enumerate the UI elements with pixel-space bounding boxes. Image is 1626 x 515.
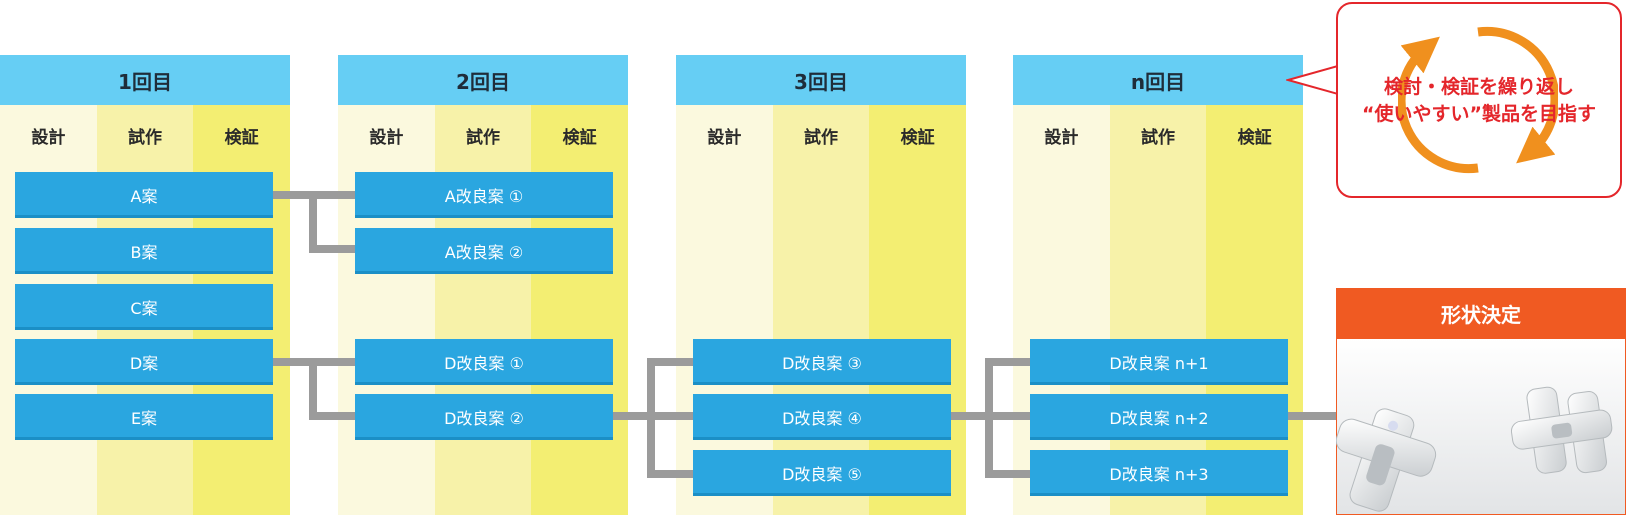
- column-label: 検証: [562, 128, 597, 148]
- connector-line: [985, 358, 1030, 366]
- column-label: 設計: [31, 128, 66, 148]
- callout-line-1: 検討・検証を繰り返し: [1383, 76, 1574, 98]
- plan-box-a-improved-2: A改良案 ②: [355, 228, 613, 274]
- round-title: n回目: [1013, 55, 1303, 105]
- connector-line: [309, 191, 355, 199]
- connector-line: [647, 412, 693, 420]
- column-verify: [531, 105, 628, 515]
- plan-box-d-improved-n2: D改良案 n+2: [1030, 394, 1288, 440]
- connector-line: [647, 470, 693, 478]
- column-label: 設計: [369, 128, 404, 148]
- connector-line: [309, 191, 317, 253]
- column-design: [1013, 105, 1110, 515]
- round-2: 2回目 設計 試作 検証: [338, 55, 628, 515]
- connector-line: [647, 358, 693, 366]
- column-label: 試作: [1140, 128, 1175, 148]
- connector-line: [309, 245, 355, 253]
- connector-line: [309, 412, 355, 420]
- plan-box-d-improved-5: D改良案 ⑤: [693, 450, 951, 496]
- column-prototype: [434, 105, 532, 515]
- column-label: 試作: [127, 128, 162, 148]
- column-verify: [869, 105, 966, 515]
- connector-line: [985, 412, 1030, 420]
- column-label: 試作: [803, 128, 838, 148]
- connector-line: [272, 358, 309, 366]
- column-design: [338, 105, 435, 515]
- column-design: [676, 105, 773, 515]
- plan-box-d-improved-3: D改良案 ③: [693, 339, 951, 385]
- column-label: 設計: [707, 128, 742, 148]
- round-n: n回目 設計 試作 検証: [1013, 55, 1303, 515]
- connector-line: [951, 412, 985, 420]
- column-label: 設計: [1044, 128, 1079, 148]
- connector-line: [613, 412, 647, 420]
- plan-box-a-improved-1: A改良案 ①: [355, 172, 613, 218]
- callout-text: 検討・検証を繰り返し “使いやすい”製品を目指す: [1338, 74, 1620, 128]
- column-prototype: [1109, 105, 1207, 515]
- product-image: [1336, 338, 1626, 515]
- plan-box-d-improved-1: D改良案 ①: [355, 339, 613, 385]
- connector-line: [272, 191, 309, 199]
- plan-box-d-improved-4: D改良案 ④: [693, 394, 951, 440]
- connector-line: [1288, 412, 1336, 420]
- callout-bubble: 検討・検証を繰り返し “使いやすい”製品を目指す: [1336, 2, 1622, 198]
- round-title: 3回目: [676, 55, 966, 105]
- column-label: 試作: [465, 128, 500, 148]
- plan-box-b: B案: [15, 228, 273, 274]
- column-verify: [1206, 105, 1303, 515]
- plan-box-d-improved-n3: D改良案 n+3: [1030, 450, 1288, 496]
- column-label: 検証: [224, 128, 259, 148]
- plan-box-d-improved-2: D改良案 ②: [355, 394, 613, 440]
- connector-line: [309, 358, 355, 366]
- column-label: 検証: [900, 128, 935, 148]
- connector-line: [985, 470, 1030, 478]
- callout-tail: [1286, 64, 1338, 96]
- column-label: 検証: [1237, 128, 1272, 148]
- callout-line-2: “使いやすい”製品を目指す: [1362, 103, 1596, 125]
- result-title: 形状決定: [1336, 288, 1626, 338]
- connector-line: [309, 358, 317, 420]
- plan-box-d-improved-n1: D改良案 n+1: [1030, 339, 1288, 385]
- round-title: 1回目: [0, 55, 290, 105]
- plan-box-e: E案: [15, 394, 273, 440]
- round-title: 2回目: [338, 55, 628, 105]
- column-prototype: [772, 105, 870, 515]
- plan-box-a: A案: [15, 172, 273, 218]
- cycle-arrows-icon: [1398, 26, 1558, 174]
- plan-box-c: C案: [15, 284, 273, 330]
- round-3: 3回目 設計 試作 検証: [676, 55, 966, 515]
- plan-box-d: D案: [15, 339, 273, 385]
